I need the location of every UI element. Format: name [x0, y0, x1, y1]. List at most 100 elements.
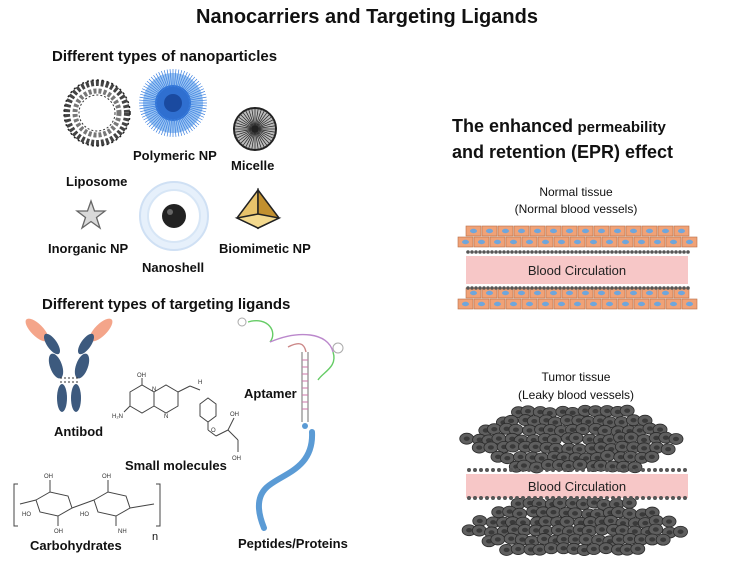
- tumor-cell-nucleus: [520, 463, 527, 468]
- vessel-wall-bead: [518, 250, 522, 254]
- cell-nucleus: [614, 290, 621, 296]
- tumor-blood-label: Blood Circulation: [528, 479, 626, 494]
- polymer-strand: [140, 106, 158, 113]
- vessel-wall-bead: [570, 286, 574, 290]
- leaky-wall-bead: [509, 496, 513, 500]
- micelle-illustration: [233, 107, 277, 151]
- tumor-cell-nucleus: [516, 511, 523, 516]
- leaky-wall-bead: [629, 496, 633, 500]
- vessel-wall-bead: [530, 286, 534, 290]
- tumor-cell-nucleus: [515, 546, 522, 552]
- tumor-cell-nucleus: [617, 435, 624, 440]
- tumor-cell-nucleus: [657, 427, 664, 432]
- tumor-cell-nucleus: [618, 419, 625, 425]
- polymer-strand: [153, 74, 165, 91]
- vessel-wall-bead: [578, 286, 582, 290]
- vessel-wall-bead: [566, 250, 570, 254]
- vessel-wall-bead: [522, 250, 526, 254]
- leaky-wall-bead: [557, 496, 561, 500]
- small-molecules-label: Small molecules: [125, 458, 227, 473]
- cell-nucleus: [662, 228, 669, 234]
- vessel-wall-bead: [650, 286, 654, 290]
- polymer-strand: [188, 93, 206, 100]
- cell-nucleus: [630, 290, 637, 296]
- tumor-cell-nucleus: [583, 456, 590, 461]
- vessel-wall-bead: [494, 286, 498, 290]
- polymer-strand: [185, 83, 202, 95]
- polymer-strand: [175, 118, 180, 137]
- cell-nucleus: [526, 239, 533, 245]
- micelle-spoke: [258, 129, 275, 133]
- tumor-cell-nucleus: [617, 454, 624, 460]
- tumor-cell-nucleus: [604, 408, 611, 414]
- cell-nucleus: [494, 301, 501, 307]
- polymer-strand: [188, 106, 206, 113]
- leaky-wall-bead: [635, 468, 639, 472]
- tumor-cell-nucleus: [619, 521, 626, 526]
- tumor-cell-nucleus: [551, 454, 558, 459]
- leaky-wall-bead: [503, 468, 507, 472]
- tumor-cell-nucleus: [515, 409, 522, 415]
- vessel-wall-bead: [558, 250, 562, 254]
- leaky-wall-bead: [479, 496, 483, 500]
- tumor-cell-nucleus: [627, 454, 634, 459]
- leaky-wall-bead: [623, 468, 627, 472]
- leaky-wall-bead: [665, 468, 669, 472]
- tumor-cell-nucleus: [558, 428, 565, 434]
- micelle-spoke: [251, 132, 255, 149]
- micelle-spoke: [256, 132, 265, 147]
- cell-nucleus: [686, 301, 693, 307]
- cell-nucleus: [526, 301, 533, 307]
- micelle-spoke: [255, 132, 262, 149]
- cell-nucleus: [638, 239, 645, 245]
- tumor-cell-nucleus: [638, 455, 645, 461]
- leaky-wall-bead: [485, 468, 489, 472]
- polymer-strand: [163, 118, 170, 136]
- tumor-cell-nucleus: [501, 529, 508, 534]
- tumor-cell-nucleus: [649, 537, 656, 542]
- leaky-wall-bead: [479, 468, 483, 472]
- vessel-wall-bead: [478, 286, 482, 290]
- normal-blood-vessel: [466, 256, 688, 284]
- leaky-wall-bead: [599, 468, 603, 472]
- vessel-wall-bead: [554, 286, 558, 290]
- leaky-wall-bead: [575, 468, 579, 472]
- vessel-wall-bead: [602, 250, 606, 254]
- tumor-cell-nucleus: [548, 546, 555, 551]
- tumor-cell-nucleus: [653, 445, 660, 450]
- micelle-spoke: [238, 131, 252, 142]
- micelle-spoke: [240, 114, 253, 127]
- tumor-cell-nucleus: [557, 500, 564, 506]
- micelle-spoke: [245, 111, 254, 126]
- nanoshell-label: Nanoshell: [142, 260, 205, 275]
- normal-vessels-label: (Normal blood vessels): [514, 202, 638, 216]
- vessel-wall-bead: [562, 250, 566, 254]
- leaky-wall-bead: [593, 496, 597, 500]
- polymer-strand: [146, 80, 161, 93]
- tumor-cell-nucleus: [585, 419, 592, 425]
- tumor-cell-nucleus: [665, 447, 672, 452]
- vessel-wall-bead: [566, 286, 570, 290]
- vessel-wall-bead: [626, 250, 630, 254]
- tumor-cell-nucleus: [524, 409, 531, 414]
- vessel-wall-bead: [686, 286, 690, 290]
- leaky-wall-bead: [515, 496, 519, 500]
- micelle-spoke: [258, 131, 272, 142]
- page-title: Nanocarriers and Targeting Ligands: [196, 6, 538, 28]
- cell-nucleus: [606, 301, 613, 307]
- tumor-cell-nucleus: [634, 546, 641, 552]
- tumor-cell-nucleus: [512, 427, 519, 432]
- antibody-label: Antibod: [54, 424, 104, 439]
- polymeric-np-label: Polymeric NP: [133, 148, 217, 163]
- epr-heading-big: The enhanced: [452, 116, 574, 136]
- tumor-cell-nucleus: [630, 445, 637, 450]
- tumor-cell-nucleus: [641, 446, 648, 451]
- micelle-spoke: [235, 122, 252, 129]
- tumor-cell-nucleus: [577, 527, 584, 532]
- vessel-wall-bead: [562, 286, 566, 290]
- micelle-label: Micelle: [231, 158, 275, 173]
- leaky-wall-bead: [671, 468, 675, 472]
- vessel-wall-bead: [630, 250, 634, 254]
- leaky-wall-bead: [503, 496, 507, 500]
- cell-nucleus: [486, 290, 493, 296]
